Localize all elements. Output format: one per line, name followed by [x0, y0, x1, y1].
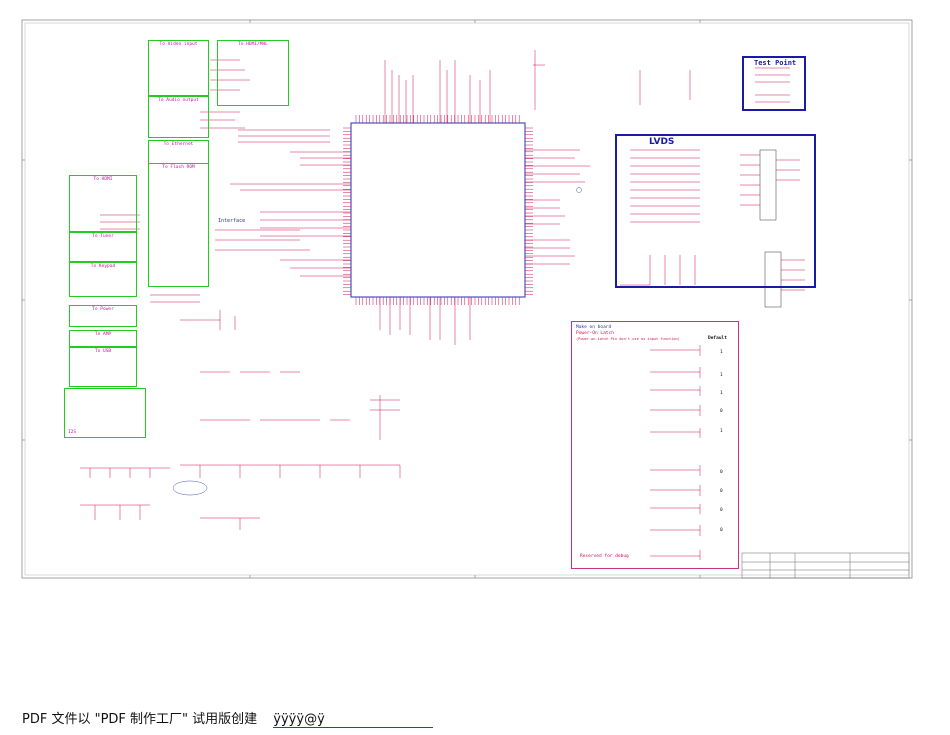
schematic-sheet: To Video input To HDMI/MHL To Audio outp…: [21, 19, 913, 579]
amp-title: To AMP: [94, 332, 112, 337]
lvds-title: LVDS: [649, 137, 675, 147]
test-point-title: Test Point: [754, 59, 797, 67]
default-value-8: 0: [720, 508, 723, 513]
default-value-2: 1: [720, 373, 723, 378]
latch-note: (Power-on-Latch Pin don't use as input f…: [576, 337, 680, 341]
default-value-6: 0: [720, 470, 723, 475]
power-block: To Power: [69, 305, 137, 327]
hdmi-mhl-block: To HDMI/MHL: [217, 40, 289, 106]
tuner-block: To Tuner: [69, 232, 137, 262]
audio-output-title: To Audio output: [158, 98, 199, 103]
flash-rom-title: To Flash ROM: [162, 165, 195, 170]
pdf-footer-text: PDF 文件以 "PDF 制作工厂" 试用版创建: [22, 712, 258, 727]
reserved-for-debug-label: Reserved for debug: [580, 554, 629, 559]
keypad-title: To Keypad: [90, 264, 116, 269]
make-on-board-block: Make on board Power-On Latch (Power-on-L…: [571, 321, 739, 569]
usb-title: To USB: [94, 349, 112, 354]
default-value-9: 0: [720, 528, 723, 533]
lvds-block: LVDS: [615, 134, 816, 288]
interface-label: Interface: [218, 218, 246, 224]
default-value-4: 0: [720, 409, 723, 414]
flash-rom-block: To Flash ROM: [148, 163, 209, 287]
usb-block: To USB: [69, 347, 137, 387]
i2s-title: I2S: [68, 430, 77, 435]
power-on-latch-label: Power-On Latch: [576, 331, 614, 336]
make-on-board-title: Make on board: [576, 325, 612, 330]
ethernet-title: To Ethernet: [163, 142, 194, 147]
pdf-footer-link[interactable]: ÿÿÿÿ@ÿ: [273, 712, 433, 728]
pdf-footer: PDF 文件以 "PDF 制作工厂" 试用版创建 ÿÿÿÿ@ÿ: [22, 708, 433, 728]
power-title: To Power: [92, 307, 114, 312]
hdmi-mhl-title: To HDMI/MHL: [238, 42, 268, 47]
tuner-title: To Tuner: [92, 234, 114, 239]
audio-output-block: To Audio output: [148, 96, 209, 138]
schematic-drawing: [21, 19, 913, 579]
default-value-5: 1: [720, 429, 723, 434]
default-header: Default: [708, 336, 727, 341]
ethernet-block: To Ethernet: [148, 140, 209, 164]
amp-block: To AMP: [69, 330, 137, 347]
keypad-block: To Keypad: [69, 262, 137, 297]
video-input-block: To Video input: [148, 40, 209, 96]
i2s-block: I2S: [64, 388, 146, 438]
default-value-1: 1: [720, 350, 723, 355]
test-point-block: Test Point: [742, 56, 806, 111]
default-value-3: 1: [720, 391, 723, 396]
video-input-title: To Video input: [159, 42, 198, 47]
hdmi-block: To HDMI: [69, 175, 137, 232]
default-value-7: 0: [720, 489, 723, 494]
hdmi-title: To HDMI: [93, 177, 113, 182]
